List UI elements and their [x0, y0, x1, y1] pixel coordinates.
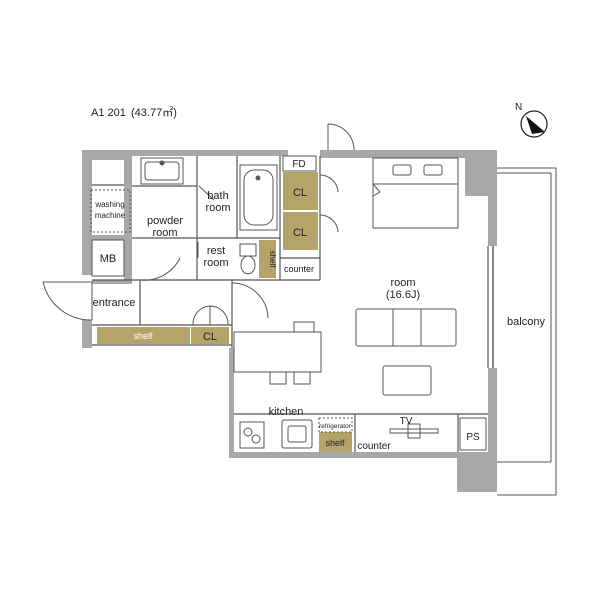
entrance-cl-label: CL — [203, 331, 217, 343]
bath-room-label-1: bath — [207, 190, 228, 202]
closet-mid-label: CL — [293, 227, 307, 239]
refrigerator-space — [318, 417, 353, 433]
coffee-table-icon — [382, 365, 432, 396]
unit-area: (43.77㎡) — [131, 106, 177, 119]
compass-icon: N — [515, 102, 548, 138]
bed-icon — [372, 157, 459, 229]
kitchen-shelf-label: shelf — [325, 438, 345, 448]
door-swings — [42, 123, 355, 326]
ps-box — [459, 417, 487, 451]
rest-shelf-label: shelf — [268, 251, 277, 269]
washing-machine — [90, 189, 131, 233]
sofa-icon — [355, 308, 457, 347]
bathtub-icon — [239, 164, 278, 231]
mb-label: MB — [100, 253, 117, 265]
counter-top-label: counter — [284, 264, 314, 274]
rest-room-label-1: rest — [207, 245, 225, 257]
tv-label: TV — [400, 416, 413, 427]
refrigerator-label: refrigerator — [319, 423, 352, 430]
compass-letter: N — [515, 102, 522, 113]
ps-label: PS — [466, 432, 480, 443]
interior-walls — [92, 156, 489, 452]
dining-table-icon — [233, 321, 322, 385]
tv-icon — [389, 423, 439, 439]
kitchen-label: kitchen — [269, 406, 304, 418]
unit-number: A1 201 — [91, 107, 126, 119]
kitchen-sink-icon — [281, 419, 313, 449]
room-size-label: (16.6J) — [386, 289, 420, 301]
balcony-label: balcony — [507, 316, 545, 328]
storage-blocks — [97, 172, 352, 452]
mb-box — [91, 239, 125, 277]
powder-room-label-1: powder — [147, 215, 183, 227]
stove-icon — [239, 421, 265, 449]
exterior-walls — [82, 150, 497, 492]
washing-machine-label-2: machine — [95, 211, 126, 220]
powder-room-label-2: room — [152, 227, 177, 239]
entrance-shelf-label: shelf — [133, 331, 153, 341]
sink-icon — [140, 157, 184, 185]
room-label: room — [390, 277, 415, 289]
counter-bottom-label: counter — [357, 441, 391, 452]
fd-box — [282, 155, 317, 172]
washing-machine-label-1: washing — [94, 200, 124, 209]
rest-room-label-2: room — [203, 257, 228, 269]
balcony-area — [497, 167, 557, 496]
closet-top-label: CL — [293, 187, 307, 199]
entrance-label: entrance — [93, 297, 136, 309]
fd-label: FD — [292, 159, 305, 170]
toilet-icon — [239, 243, 257, 275]
bath-room-label-2: room — [205, 202, 230, 214]
